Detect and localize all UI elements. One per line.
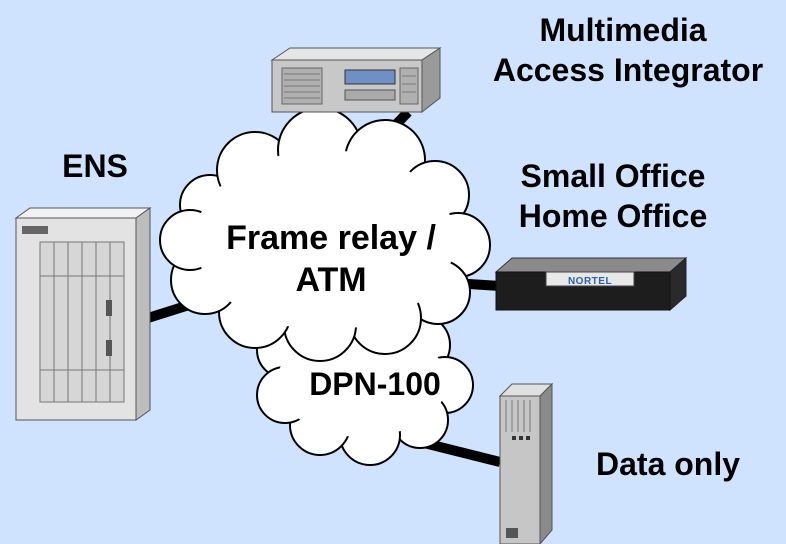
frame-relay-label-line1: Frame relay /	[226, 219, 436, 257]
mai-label-line2: Access Integrator	[492, 52, 764, 88]
soho-brand-label: NORTEL	[567, 276, 613, 287]
data-only-label: Data only	[596, 446, 741, 482]
ens-label: ENS	[62, 148, 128, 184]
soho-device-icon	[494, 256, 688, 312]
soho-label-line1: Small Office	[520, 158, 706, 194]
data-only-device-icon	[498, 382, 554, 544]
mai-device-icon	[270, 47, 442, 114]
ens-device-icon	[14, 207, 152, 421]
frame-relay-label-line2: ATM	[295, 261, 367, 299]
mai-label-line1: Multimedia	[539, 12, 707, 48]
dpn-label: DPN-100	[309, 366, 441, 402]
soho-label-line2: Home Office	[518, 198, 708, 234]
